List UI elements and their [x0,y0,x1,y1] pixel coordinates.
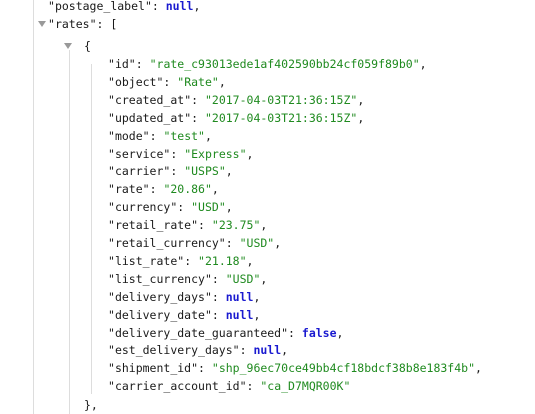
indent-guide [33,0,34,414]
json-value: null [165,0,194,13]
json-key: id [114,57,129,71]
json-line-carrier-account-id: "carrier_account_id": "ca_D7MQR00K" [108,379,351,394]
json-key: mode [114,128,143,143]
json-value: "2017-04-03T21:36:15Z" [204,110,358,125]
json-value: false [301,325,337,340]
json-value: "USPS" [184,164,226,179]
json-line-carrier: "carrier": "USPS", [108,164,233,179]
json-key: postage_label [54,0,145,13]
indent-guide [91,64,92,394]
json-line-object: "object": "Rate", [108,74,226,89]
json-line-id: "id": "rate_c93013ede1af402590bb24cf059f… [108,57,427,71]
json-line-postage-label: "postage_label": null, [48,0,201,13]
json-line-created-at: "created_at": "2017-04-03T21:36:15Z", [108,92,365,107]
json-value: null [225,289,254,304]
json-key: object [114,74,157,89]
json-key: rates [54,17,90,31]
json-key: retail_rate [114,218,192,233]
json-value: "shp_96ec70ce49bb4cf18bdcf38b8e183f4b" [211,361,476,376]
caret-down-icon [38,21,46,27]
json-value: "USD" [225,271,261,286]
json-key: created_at [114,92,185,107]
json-line-retail-rate: "retail_rate": "23.75", [108,218,268,233]
json-line-open-brace: { [84,39,91,53]
json-line-mode: "mode": "test", [108,128,212,143]
json-value: "test" [163,128,205,143]
json-line-close-brace: }, [84,398,98,412]
json-value: "ca_D7MQR00K" [260,379,351,394]
json-key: delivery_days [114,289,205,304]
json-key: list_currency [114,271,205,286]
indent-guide [69,50,70,414]
json-value: "23.75" [211,218,261,233]
json-line-delivery-days: "delivery_days": null, [108,289,261,304]
json-key: carrier_account_id [114,379,240,394]
json-line-shipment-id: "shipment_id": "shp_96ec70ce49bb4cf18bdc… [108,361,482,376]
json-key: list_rate [114,253,178,268]
json-value: null [225,307,254,322]
json-key: est_delivery_days [114,343,233,358]
json-value: "rate_c93013ede1af402590bb24cf059f89b0" [149,57,420,71]
json-value: "USD" [191,200,226,215]
json-line-rate: "rate": "20.86", [108,182,219,197]
json-line-currency: "currency": "USD", [108,200,233,215]
json-value: null [253,343,282,358]
json-value: "Rate" [177,74,219,89]
json-value: "20.86" [163,182,212,197]
json-line-retail-currency: "retail_currency": "USD", [108,236,282,250]
json-value: "USD" [239,236,275,250]
caret-down-icon [64,43,72,49]
json-line-list-rate: "list_rate": "21.18", [108,253,254,268]
json-key: retail_currency [114,236,219,250]
json-line-service: "service": "Express", [108,146,254,161]
collapse-toggle-rate-object[interactable] [63,37,73,55]
json-value: "21.18" [198,253,247,268]
json-key: carrier [114,164,164,179]
json-key: shipment_id [114,361,192,376]
json-line-delivery-date-guaranteed: "delivery_date_guaranteed": false, [108,325,344,340]
collapse-toggle-rates[interactable] [37,15,47,33]
json-key: rate [114,182,143,197]
open-bracket: [ [110,17,118,31]
json-value: "2017-04-03T21:36:15Z" [204,92,358,107]
json-key: delivery_date [114,307,205,322]
json-line-updated-at: "updated_at": "2017-04-03T21:36:15Z", [108,110,365,125]
json-line-rates: "rates": [ [48,17,118,31]
json-value: "Express" [184,146,247,161]
json-line-delivery-date: "delivery_date": null, [108,307,261,322]
json-line-list-currency: "list_currency": "USD", [108,271,268,286]
json-key: service [114,146,164,161]
json-key: updated_at [114,110,185,125]
json-line-est-delivery-days: "est_delivery_days": null, [108,343,289,358]
json-key: delivery_date_guaranteed [114,325,282,340]
json-key: currency [114,200,171,215]
